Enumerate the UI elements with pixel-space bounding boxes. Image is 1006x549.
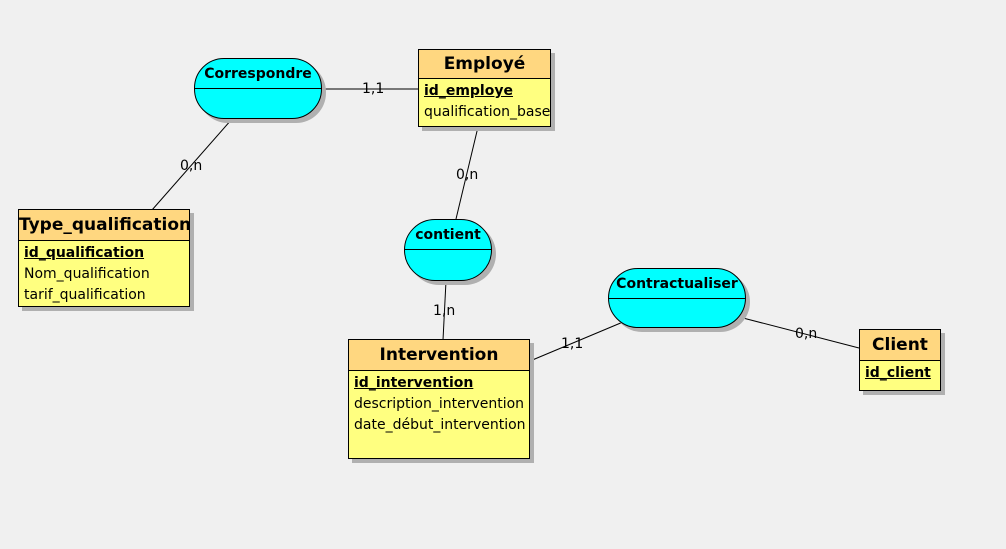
attribute: qualification_base — [424, 104, 551, 120]
cardinality-contient-employe: 0,n — [456, 167, 479, 183]
primary-key: id_client — [865, 365, 931, 381]
primary-key: id_intervention — [354, 375, 474, 391]
entity-attributes: id_client — [860, 361, 940, 386]
primary-key: id_qualification — [24, 245, 145, 261]
entity-type-qualification[interactable]: Type_qualification id_qualification Nom_… — [18, 209, 191, 308]
entity-title: Intervention — [349, 340, 529, 371]
entity-title: Type_qualification — [19, 210, 191, 241]
association-divider — [405, 249, 491, 250]
entity-intervention[interactable]: Intervention id_intervention description… — [348, 339, 530, 459]
entity-client[interactable]: Client id_client — [859, 329, 941, 391]
association-divider — [609, 298, 745, 299]
entity-title: Employé — [419, 50, 550, 79]
cardinality-contient-intervention: 1,n — [433, 303, 456, 319]
entity-attributes: id_employe qualification_base — [419, 79, 550, 125]
association-title: Contractualiser — [616, 276, 738, 292]
association-contractualiser[interactable]: Contractualiser — [608, 268, 746, 328]
link-contractualiser-intervention — [529, 321, 624, 362]
attribute: description_intervention — [354, 396, 525, 412]
primary-key: id_employe — [424, 83, 513, 99]
link-correspondre-type — [151, 118, 233, 211]
cardinality-contractualiser-client: 0,n — [795, 326, 818, 342]
attribute: date_début_intervention — [354, 417, 526, 433]
cardinality-contractualiser-intervention: 1,1 — [561, 336, 584, 352]
association-title: Correspondre — [204, 66, 312, 82]
entity-attributes: id_qualification Nom_qualification tarif… — [19, 241, 189, 308]
link-contractualiser-client — [742, 317, 860, 349]
cardinality-correspondre-employe: 1,1 — [362, 81, 385, 97]
association-divider — [195, 88, 321, 89]
attribute: Nom_qualification — [24, 266, 150, 282]
association-contient[interactable]: contient — [404, 219, 492, 281]
link-contient-employe — [455, 126, 479, 220]
attribute: tarif_qualification — [24, 287, 146, 303]
entity-employe[interactable]: Employé id_employe qualification_base — [418, 49, 551, 127]
association-title: contient — [415, 227, 481, 243]
cardinality-correspondre-type: 0,n — [180, 158, 203, 174]
entity-attributes: id_intervention description_intervention… — [349, 371, 529, 438]
entity-title: Client — [860, 330, 940, 361]
association-correspondre[interactable]: Correspondre — [194, 58, 322, 119]
link-contient-intervention — [442, 280, 447, 341]
